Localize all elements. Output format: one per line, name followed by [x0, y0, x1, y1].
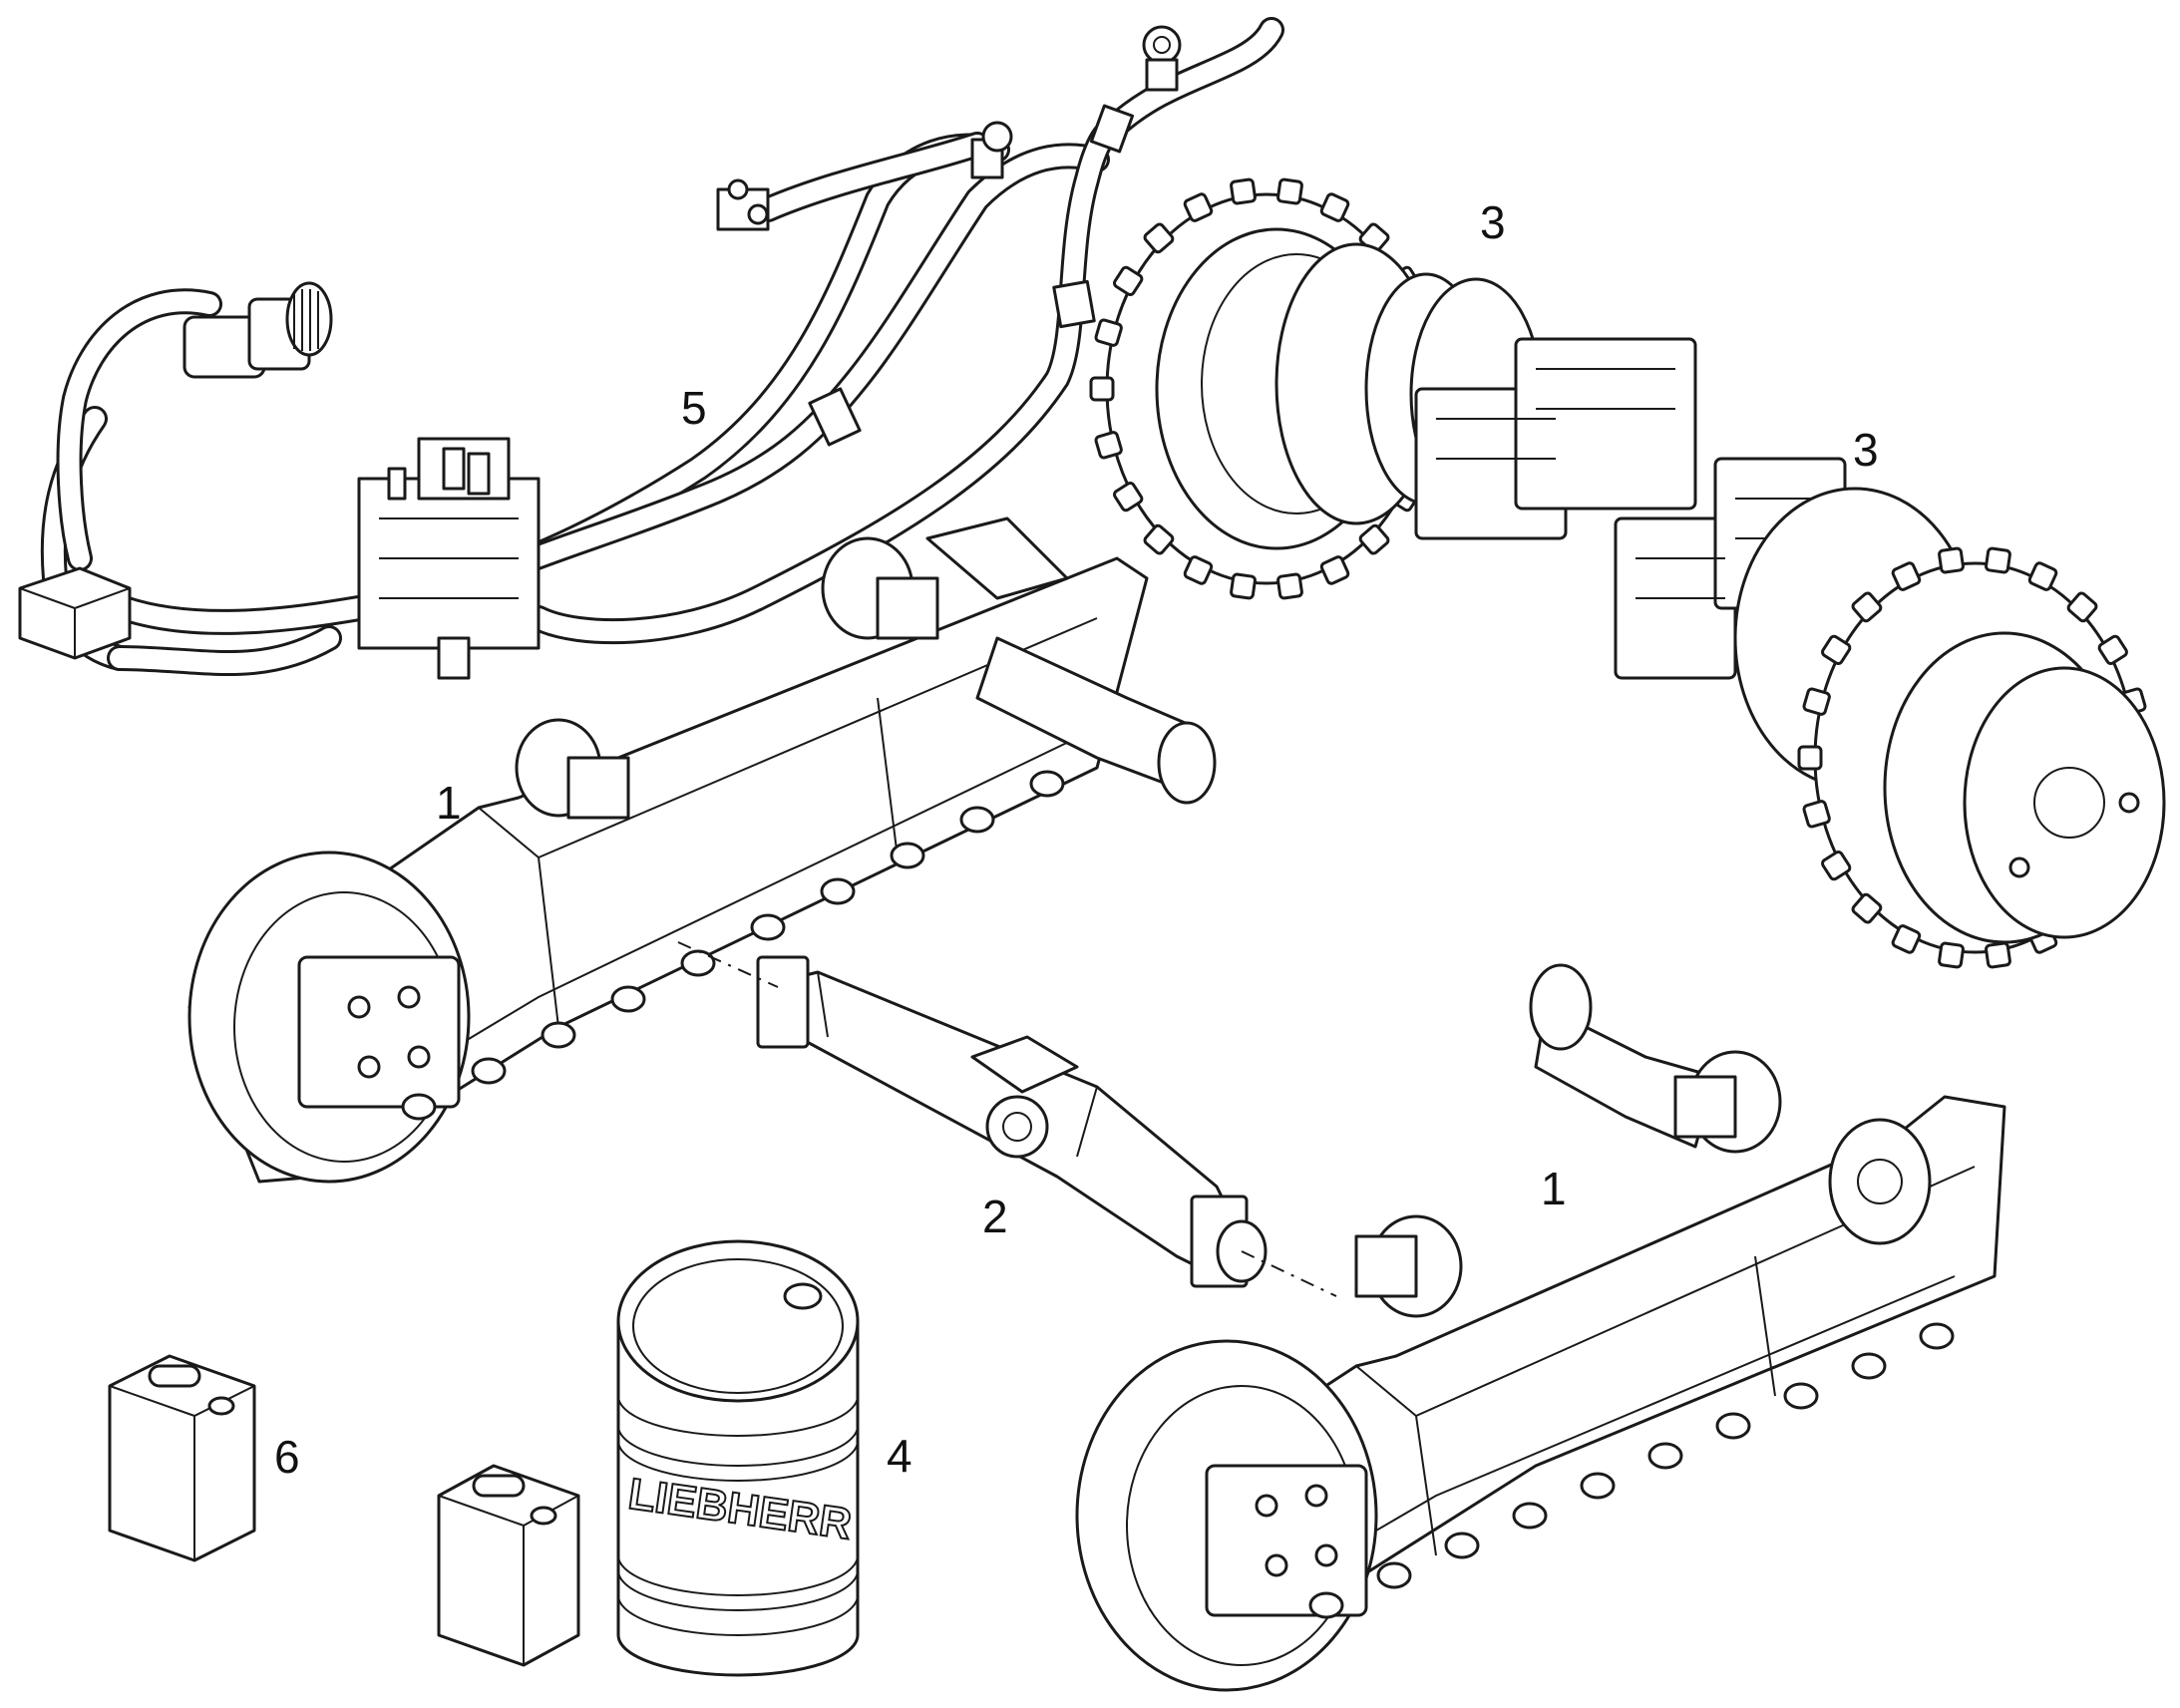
- sprocket-tooth: [1143, 523, 1175, 555]
- sprocket-tooth: [2097, 634, 2128, 666]
- sprocket-tooth: [1143, 222, 1175, 254]
- sprocket-tooth: [1802, 800, 1831, 829]
- sprocket-tooth: [1821, 634, 1852, 666]
- sprocket-tooth: [1230, 177, 1257, 205]
- sprocket-tooth: [1358, 523, 1390, 555]
- bottom-roller: [890, 842, 925, 869]
- sprocket-tooth: [1851, 892, 1883, 924]
- bottom-roller: [1512, 1502, 1548, 1530]
- bottom-roller: [1851, 1352, 1887, 1380]
- bottom-roller: [401, 1093, 437, 1121]
- callout-travel-drive-upper: 3: [1480, 196, 1506, 248]
- sprocket-tooth: [1183, 192, 1214, 222]
- sprocket-tooth: [1089, 376, 1115, 402]
- callout-track-frame-upper: 1: [436, 777, 462, 829]
- callout-hose-assembly: 5: [681, 382, 707, 434]
- sprocket-tooth: [2066, 591, 2098, 623]
- canister-small: [437, 1464, 580, 1667]
- bottom-roller: [1308, 1591, 1344, 1619]
- sprocket-tooth: [1891, 924, 1922, 954]
- bottom-roller: [1376, 1561, 1412, 1589]
- track-roller-frame-lower: [1075, 963, 2006, 1692]
- sprocket-tooth: [1938, 941, 1965, 969]
- bottom-roller: [1715, 1412, 1751, 1440]
- callout-travel-drive-lower: 3: [1853, 424, 1879, 476]
- track-rollers-upper: [401, 770, 1065, 1121]
- bottom-roller: [541, 1021, 576, 1049]
- track-rollers-lower: [1308, 1322, 1955, 1619]
- sprocket-tooth: [1891, 561, 1922, 591]
- callout-canister: 6: [274, 1431, 300, 1483]
- bottom-roller: [959, 806, 995, 834]
- sprocket-tooth: [1230, 572, 1257, 600]
- equalizer-beam: [756, 955, 1268, 1288]
- bottom-roller: [1029, 770, 1065, 798]
- hose-assembly: [18, 17, 1284, 680]
- bottom-roller: [1783, 1382, 1819, 1410]
- bottom-roller: [750, 913, 786, 941]
- bottom-roller: [1580, 1472, 1616, 1500]
- oil-drum: [616, 1239, 860, 1677]
- sprocket-tooth: [1276, 177, 1303, 205]
- bottom-roller: [680, 949, 716, 977]
- sprocket-tooth: [1113, 481, 1144, 512]
- sprocket-tooth: [1821, 850, 1852, 881]
- travel-drive-lower: [1614, 457, 2166, 969]
- sprocket-tooth: [1319, 555, 1350, 585]
- sprocket-tooth: [1851, 591, 1883, 623]
- bottom-roller: [1444, 1532, 1480, 1559]
- sprocket-tooth: [1094, 318, 1123, 347]
- bottom-roller: [820, 877, 856, 905]
- bottom-roller: [610, 985, 646, 1013]
- sprocket-tooth: [1183, 555, 1214, 585]
- sprocket-tooth: [1094, 431, 1123, 460]
- canister-large: [108, 1354, 256, 1562]
- sprocket-tooth: [2027, 561, 2058, 591]
- sprocket-tooth: [1113, 265, 1144, 297]
- travel-drive-upper: [1089, 177, 1697, 600]
- sprocket-tooth: [1985, 546, 2011, 574]
- callout-equalizer-beam: 2: [982, 1191, 1008, 1242]
- sprocket-tooth: [1985, 941, 2011, 969]
- bottom-roller: [1647, 1442, 1683, 1470]
- sprocket-tooth: [1802, 687, 1831, 716]
- sprocket-tooth: [1319, 192, 1350, 222]
- sprocket-tooth: [1797, 745, 1823, 771]
- bottom-roller: [1919, 1322, 1955, 1350]
- bottom-roller: [471, 1057, 507, 1085]
- track-roller-frame-upper: [187, 516, 1217, 1184]
- sprocket-tooth: [1276, 572, 1303, 600]
- sprocket-tooth: [1938, 546, 1965, 574]
- callout-track-frame-lower: 1: [1541, 1163, 1567, 1214]
- callout-oil-drum: 4: [887, 1430, 912, 1482]
